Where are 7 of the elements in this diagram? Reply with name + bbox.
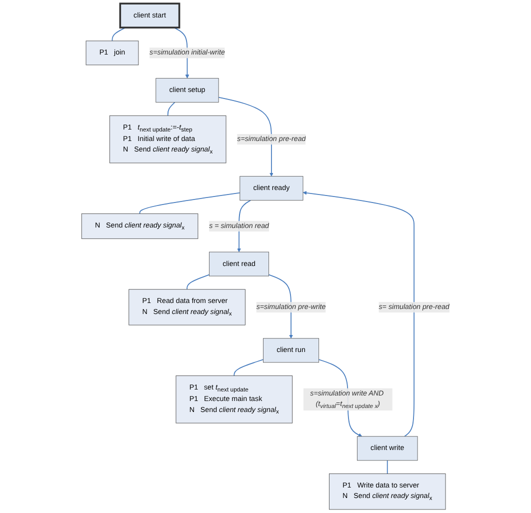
connector	[386, 460, 388, 474]
connector	[139, 192, 240, 214]
connector	[167, 102, 176, 116]
arrow	[218, 96, 274, 176]
connector	[186, 274, 210, 290]
connector	[234, 359, 264, 376]
connector	[112, 27, 126, 42]
